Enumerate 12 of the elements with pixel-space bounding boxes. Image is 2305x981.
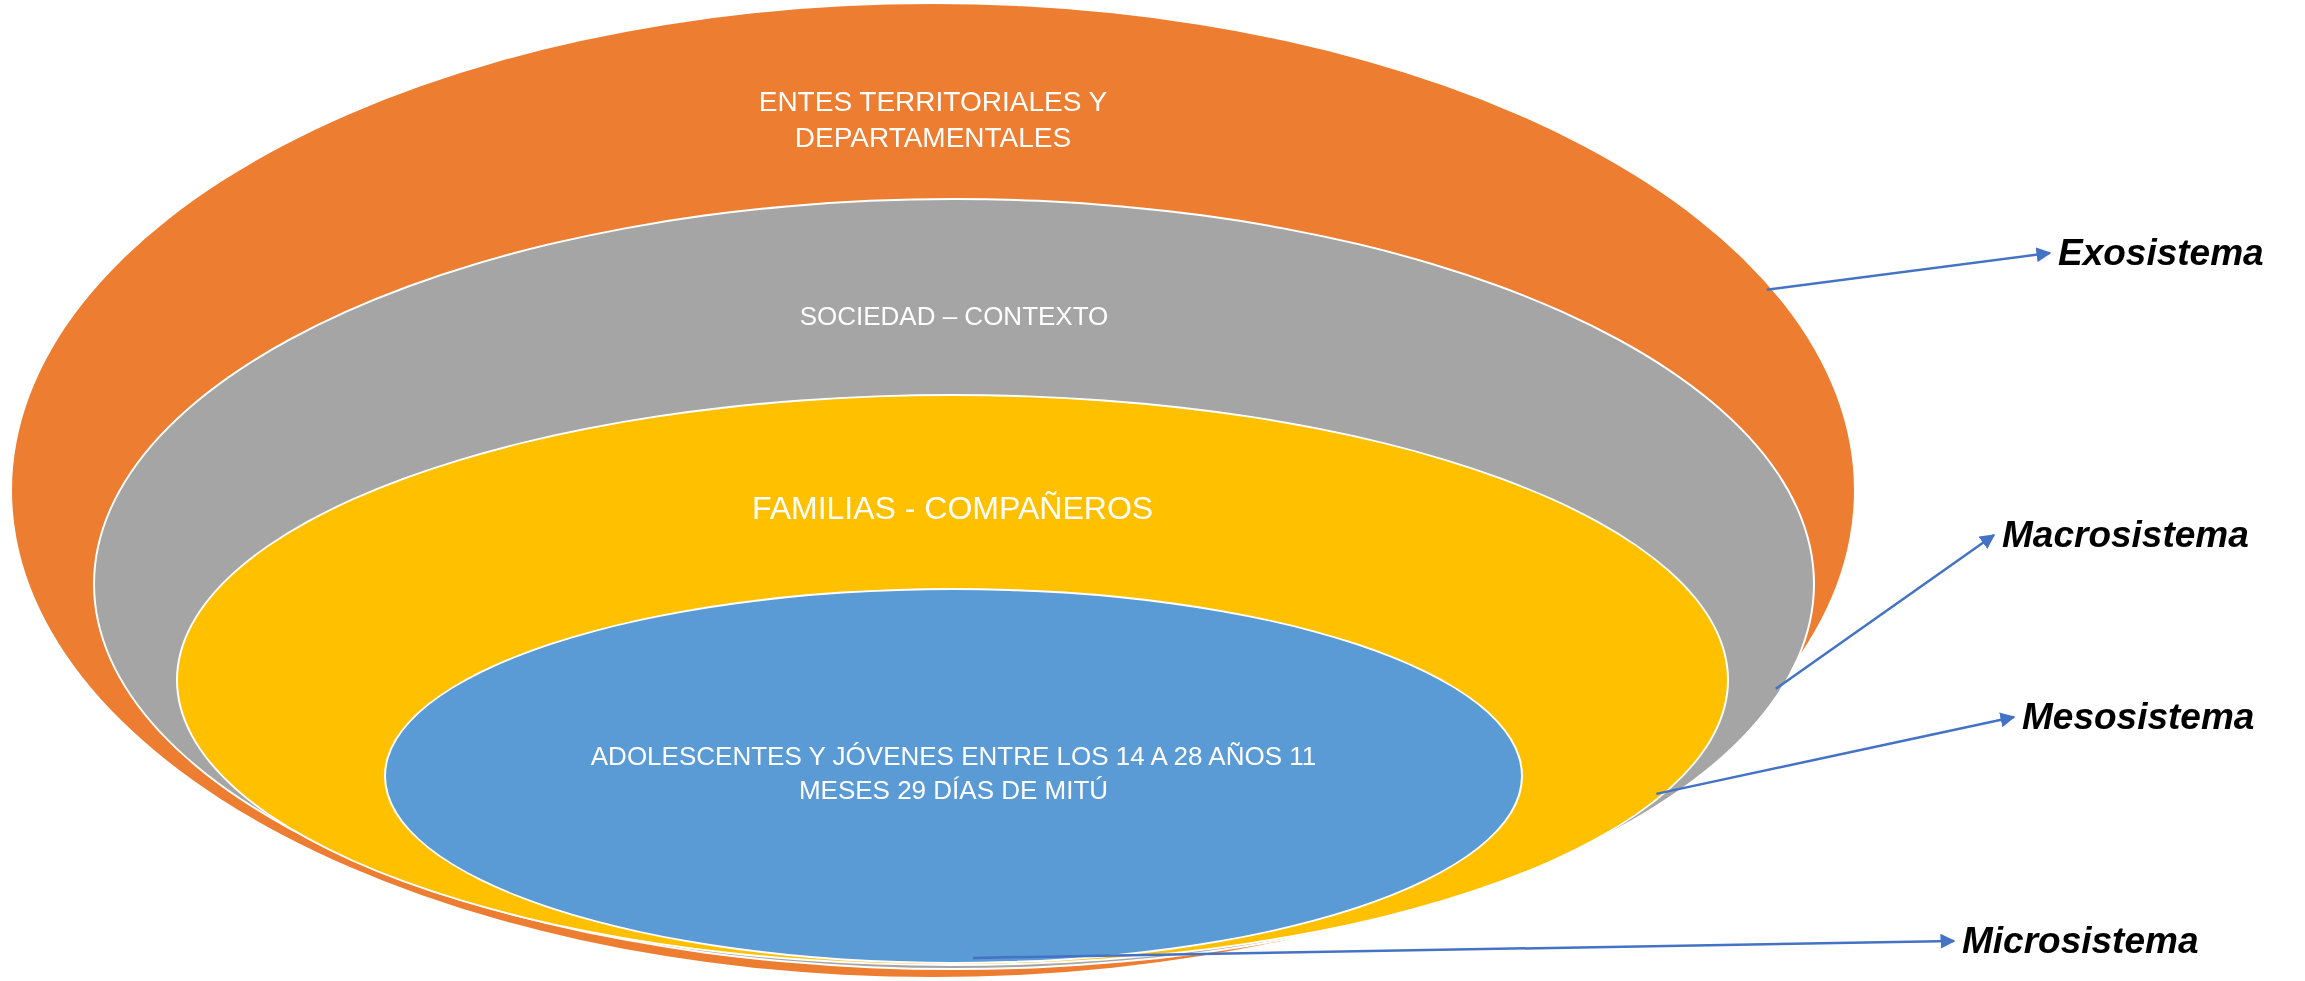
layer-label: ENTES TERRITORIALES Y DEPARTAMENTALES: [757, 85, 1109, 156]
system-label: Microsistema: [1962, 916, 2199, 966]
arrow: [973, 933, 1956, 960]
layer-label: SOCIEDAD – CONTEXTO: [798, 300, 1110, 333]
system-label: Exosistema: [2058, 228, 2264, 278]
arrow: [1775, 533, 1996, 690]
layer-label: ADOLESCENTES Y JÓVENES ENTRE LOS 14 A 28 AÑOS 11 MESES 29 DÍAS DE MITÚ: [589, 740, 1318, 807]
arrow: [1766, 247, 2052, 291]
system-label: Macrosistema: [2002, 510, 2249, 560]
system-label: Mesosistema: [2022, 692, 2255, 742]
arrow: [1656, 712, 2016, 796]
layer-label: FAMILIAS - COMPAÑEROS: [750, 489, 1155, 528]
